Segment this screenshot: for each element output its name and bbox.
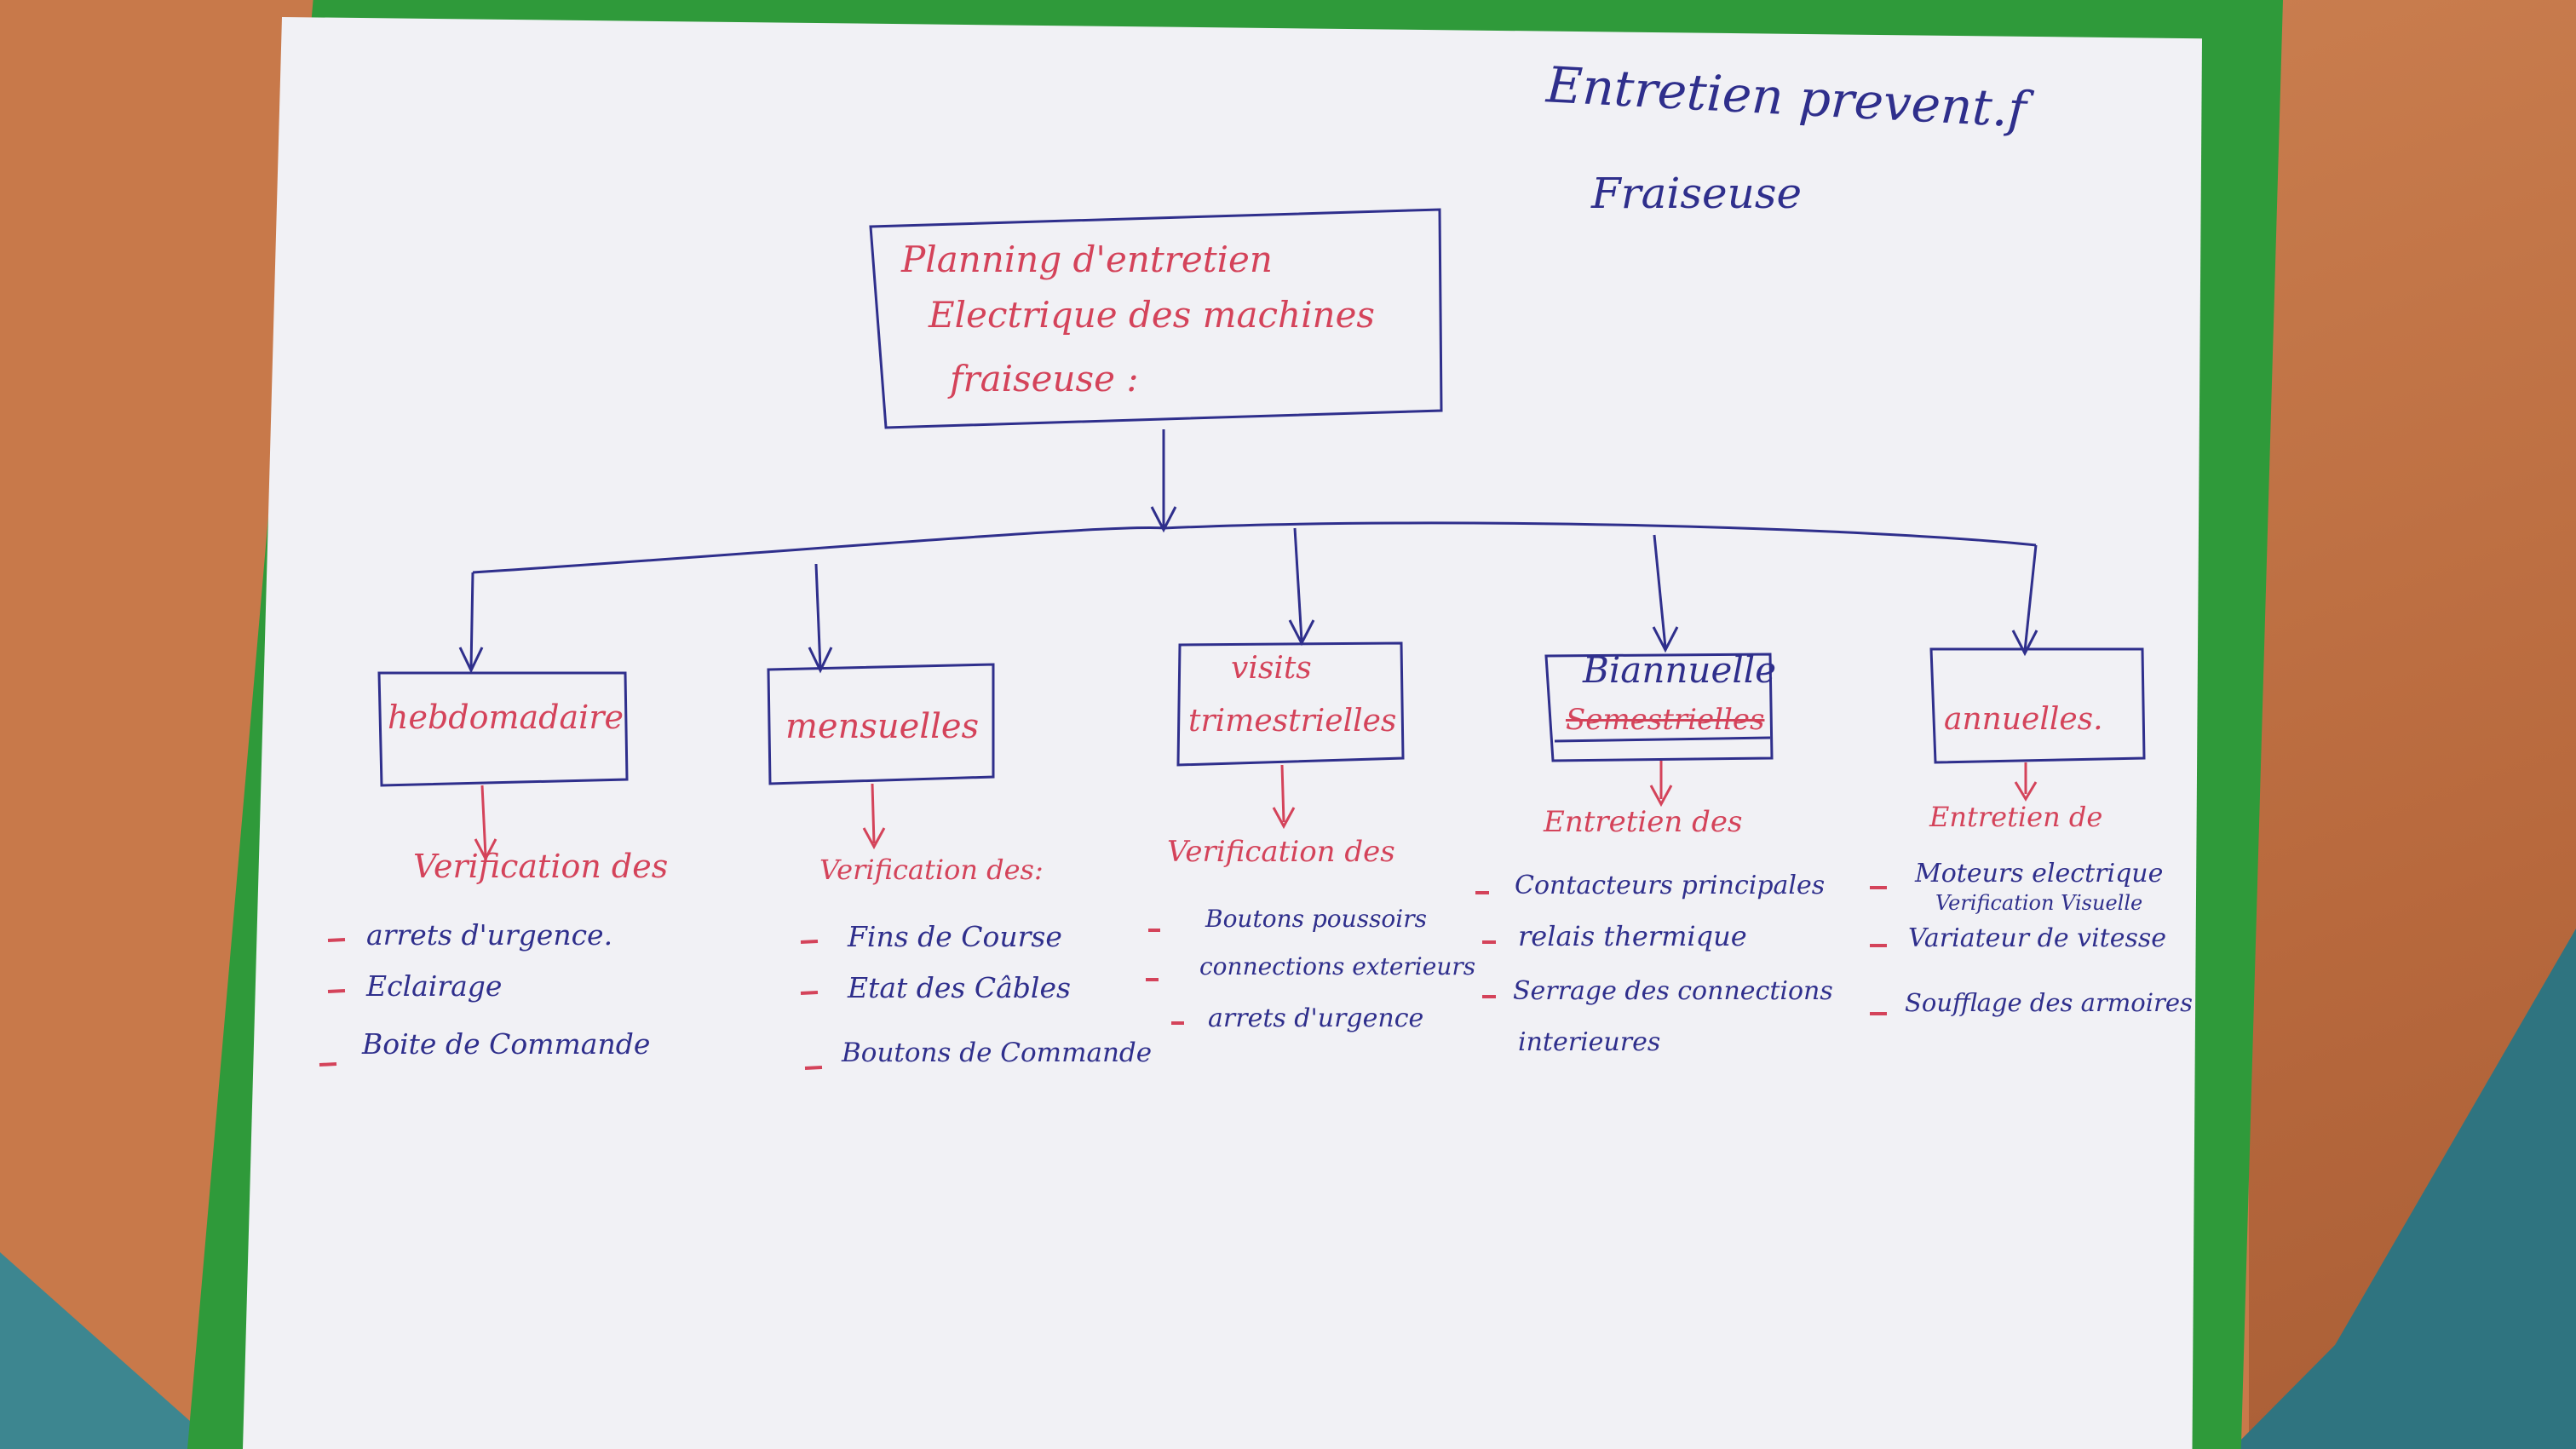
- arrowhead-hebdomadaire: [458, 647, 484, 674]
- connector-annuelles: [2023, 544, 2038, 652]
- red-arrowhead-annuelles: [2014, 781, 2038, 802]
- connector-bus: [472, 521, 2037, 574]
- bullet-dash: [319, 1062, 337, 1067]
- item-sem-4: interieures: [1518, 1027, 1661, 1057]
- item-sem-1: Contacteurs principales: [1515, 871, 1826, 900]
- label-mensuelles: mensuelles: [785, 707, 980, 746]
- connector-trimestrielles: [1293, 527, 1303, 641]
- box-annuelles: [1929, 647, 2146, 764]
- red-arrowhead-trimestrielles: [1272, 807, 1296, 830]
- red-arrowhead-mensuelles: [862, 827, 886, 850]
- box-mensuelles: [767, 663, 995, 785]
- red-arrow-hebdomadaire: [480, 785, 487, 857]
- arrowhead-root: [1150, 506, 1177, 533]
- item-trim-1: Boutons poussoirs: [1205, 905, 1427, 933]
- heading-trimestrielles: Verification des: [1167, 835, 1395, 869]
- label-biannuelle: Biannuelle: [1583, 649, 1777, 691]
- page-subtitle: Fraiseuse: [1591, 169, 1803, 218]
- arrowhead-annuelles: [2011, 630, 2038, 657]
- bullet-dash: [800, 991, 819, 995]
- label-trimestrielles-1: visits: [1231, 651, 1312, 686]
- label-semestrielles: Semestrielles: [1566, 703, 1765, 737]
- item-hebdo-3: Boite de Commande: [362, 1027, 651, 1061]
- item-sem-3: Serrage des connections: [1513, 976, 1833, 1006]
- label-annuelles: annuelles.: [1944, 702, 2103, 737]
- bullet-dash: [800, 940, 819, 944]
- item-sem-2: relais thermique: [1518, 920, 1747, 952]
- root-line-1: Planning d'entretien: [901, 239, 1273, 280]
- heading-hebdomadaire: Verification des: [413, 848, 669, 885]
- connector-mensuelles: [814, 563, 822, 670]
- box-hebdomadaire: [377, 671, 629, 787]
- item-hebdo-2: Eclairage: [366, 969, 503, 1003]
- box-semestrielles: [1544, 653, 1774, 762]
- red-arrow-trimestrielles: [1280, 764, 1285, 823]
- heading-annuelles: Entretien de: [1929, 801, 2103, 833]
- label-hebdomadaire: hebdomadaire: [388, 699, 624, 736]
- red-arrow-mensuelles: [871, 783, 876, 844]
- item-ann-2: Verification Visuelle: [1935, 891, 2143, 915]
- paper-sheet: [243, 17, 2202, 1449]
- connector-semestrielles: [1653, 534, 1667, 648]
- item-ann-3: Variateur de vitesse: [1908, 923, 2167, 953]
- red-arrowhead-semestrielles: [1649, 785, 1673, 808]
- item-mens-3: Boutons de Commande: [842, 1038, 1153, 1068]
- red-arrowhead-hebdomadaire: [474, 838, 497, 862]
- item-ann-4: Soufflage des armoires: [1905, 988, 2193, 1017]
- arrowhead-semestrielles: [1652, 626, 1679, 653]
- root-box: [869, 208, 1443, 429]
- item-mens-1: Fins de Course: [848, 920, 1062, 953]
- strike-line: [1554, 736, 1771, 743]
- arrowhead-mensuelles: [808, 647, 833, 674]
- root-line-2: Electrique des machines: [929, 294, 1375, 336]
- item-hebdo-1: arrets d'urgence.: [366, 918, 613, 952]
- item-trim-3: arrets d'urgence: [1208, 1003, 1424, 1033]
- bullet-dash: [804, 1066, 823, 1070]
- heading-mensuelles: Verification des:: [819, 854, 1044, 886]
- label-trimestrielles-2: trimestrielles: [1188, 704, 1397, 739]
- root-line-3: fraiseuse :: [950, 358, 1139, 400]
- connector-hebdomadaire: [469, 572, 474, 670]
- heading-semestrielles: Entretien des: [1544, 805, 1743, 839]
- item-mens-2: Etat des Câbles: [848, 971, 1071, 1004]
- item-trim-2: connections exterieurs: [1199, 952, 1476, 980]
- box-trimestrielles: [1176, 641, 1405, 767]
- item-ann-1: Moteurs electrique: [1915, 859, 2164, 888]
- bullet-dash: [327, 989, 346, 993]
